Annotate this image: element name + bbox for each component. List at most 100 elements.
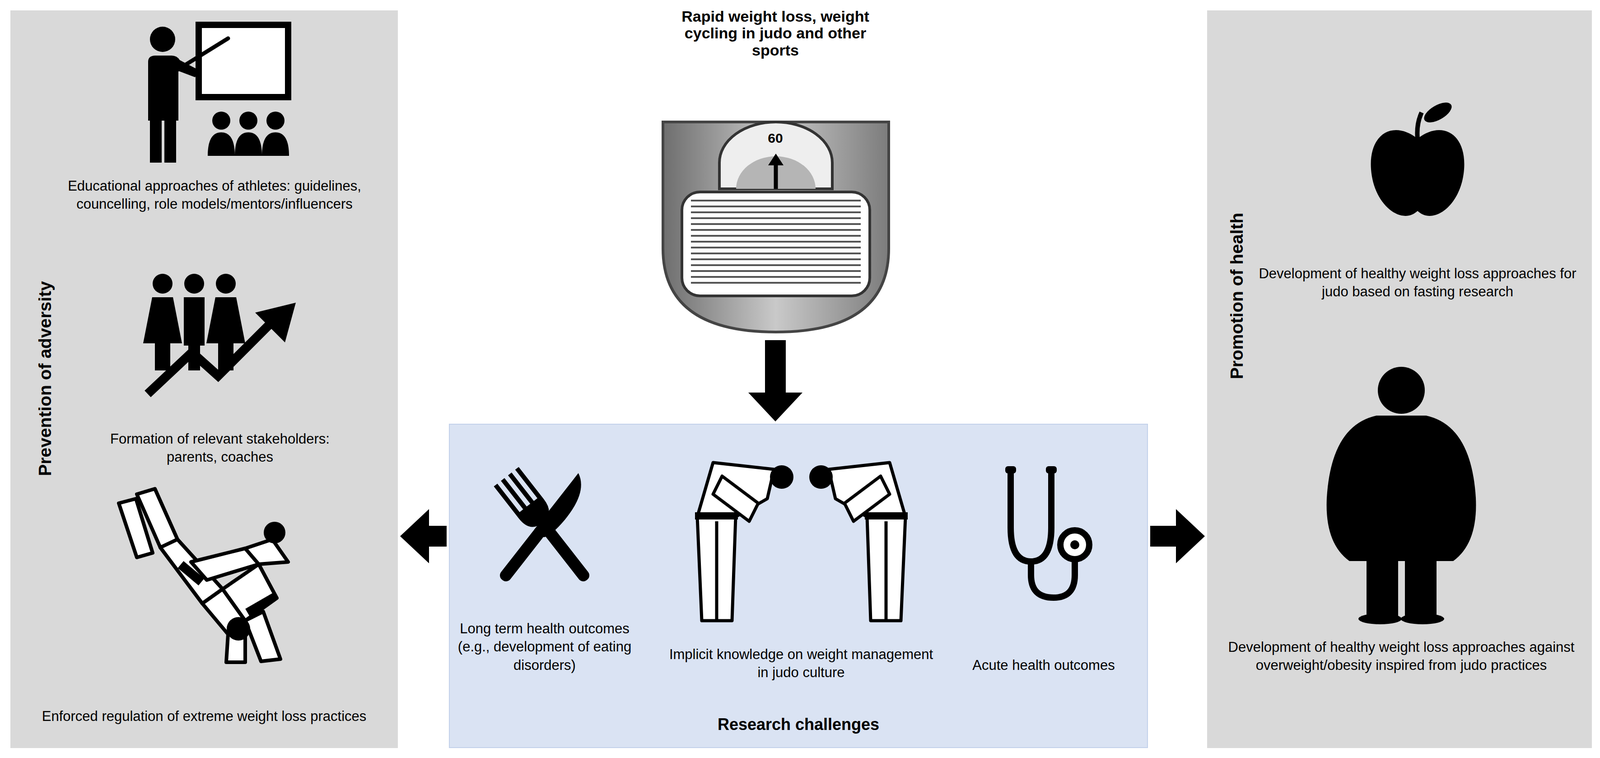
challenge-item: Acute health outcomes — [946, 464, 1141, 675]
icon-part — [769, 465, 794, 489]
panel-item: Development of healthy weight loss appro… — [1250, 97, 1585, 302]
icon-part — [719, 121, 833, 189]
panel-heading: Promotion of health — [1225, 212, 1249, 379]
icon-part — [245, 611, 281, 662]
icon-part — [266, 111, 285, 130]
icon-part — [695, 512, 738, 520]
icon-part — [864, 512, 908, 520]
icon-part — [118, 498, 153, 558]
icon-part — [1045, 466, 1057, 474]
icon-part — [690, 264, 861, 266]
icon-part — [255, 302, 296, 343]
icon-part — [1400, 613, 1445, 625]
icon-part — [226, 616, 251, 641]
side-panel: Promotion of health Development of healt… — [1207, 10, 1592, 748]
panel-item: Formation of relevant stakeholders: pare… — [88, 270, 351, 467]
icon-part — [1070, 540, 1080, 550]
icon-part — [828, 462, 906, 621]
icon-part — [149, 26, 176, 52]
icon-part — [143, 297, 182, 371]
panel-item: Development of healthy weight loss appro… — [1220, 362, 1582, 675]
icon-part — [690, 246, 861, 249]
icon-part — [239, 111, 258, 130]
challenge-item: Long term health outcomes (e.g., develop… — [454, 454, 635, 675]
icon-part — [690, 234, 861, 237]
icon-part — [261, 132, 290, 156]
panel-item: Enforced regulation of extreme weight lo… — [16, 485, 392, 726]
icon-part — [690, 205, 861, 208]
icon-part — [681, 191, 870, 296]
teacher-icon — [135, 20, 294, 164]
icon-part — [222, 564, 277, 621]
icon-part — [152, 273, 173, 294]
icon-part — [148, 55, 199, 121]
item-caption: Long term health outcomes (e.g., develop… — [454, 619, 635, 675]
icon-part — [497, 472, 593, 588]
scale-node: Rapid weight loss, weight cycling in jud… — [639, 8, 911, 338]
icon-part — [164, 117, 177, 163]
icon-part — [690, 270, 861, 272]
icon-part — [774, 163, 779, 189]
icon-part — [198, 24, 289, 98]
icon-part — [884, 521, 888, 620]
scale-reading: 60 — [767, 129, 783, 147]
icon-part — [147, 324, 270, 394]
box-heading: Research challenges — [449, 713, 1148, 736]
icon-part — [497, 526, 546, 584]
icon-part — [533, 472, 593, 542]
icon-part — [662, 121, 889, 332]
icon-part — [1358, 613, 1402, 625]
item-caption: Educational approaches of athletes: guid… — [52, 177, 377, 214]
icon-part — [690, 281, 861, 284]
judo-bow-icon — [681, 448, 922, 623]
icon-part — [1377, 366, 1425, 414]
icon-part — [1366, 556, 1399, 620]
icon-part — [1005, 466, 1017, 474]
icon-part — [118, 488, 289, 663]
icon-part — [245, 592, 277, 616]
apple-icon — [1366, 97, 1469, 220]
icon-part — [493, 466, 600, 590]
item-caption: Enforced regulation of extreme weight lo… — [16, 707, 392, 726]
icon-part — [690, 199, 861, 202]
panel-item: Educational approaches of athletes: guid… — [52, 20, 377, 214]
research-box: Research challenges Long term health out… — [448, 423, 1148, 748]
judo-throw-icon — [109, 485, 299, 664]
icon-part — [245, 539, 289, 565]
icon-part — [177, 560, 205, 586]
icon-part — [697, 462, 906, 621]
icon-part — [690, 258, 861, 261]
item-caption: Development of healthy weight loss appro… — [1220, 638, 1582, 675]
icon-part — [697, 516, 736, 621]
scale-icon — [658, 117, 894, 337]
overweight-figure-icon — [1322, 362, 1481, 625]
icon-part — [1371, 130, 1465, 216]
icon-part — [1421, 98, 1456, 127]
item-caption: Development of healthy weight loss appro… — [1250, 264, 1585, 302]
block-arrow — [765, 340, 786, 393]
diagram-heading: Rapid weight loss, weight cycling in jud… — [667, 8, 884, 59]
icon-part — [212, 111, 231, 130]
icon-part — [690, 240, 861, 243]
icon-part — [768, 153, 784, 166]
icon-part — [1404, 556, 1437, 620]
block-arrow — [1150, 525, 1176, 547]
stakeholders-icon — [142, 270, 299, 399]
icon-part — [809, 465, 833, 489]
item-caption: Implicit knowledge on weight management … — [665, 645, 937, 682]
icon-part — [234, 132, 262, 156]
item-caption: Formation of relevant stakeholders: pare… — [88, 429, 351, 467]
item-caption: Acute health outcomes — [946, 656, 1141, 675]
challenge-item: Implicit knowledge on weight management … — [665, 448, 937, 682]
icon-part — [690, 228, 861, 231]
icon-part — [690, 200, 861, 283]
icon-part — [207, 132, 235, 156]
icon-part — [1010, 470, 1052, 562]
fork-knife-icon — [480, 454, 609, 598]
icon-part — [1030, 559, 1075, 598]
icon-part — [690, 275, 861, 278]
icon-part — [215, 273, 236, 294]
icon-part — [149, 117, 162, 163]
stethoscope-icon — [992, 464, 1095, 602]
